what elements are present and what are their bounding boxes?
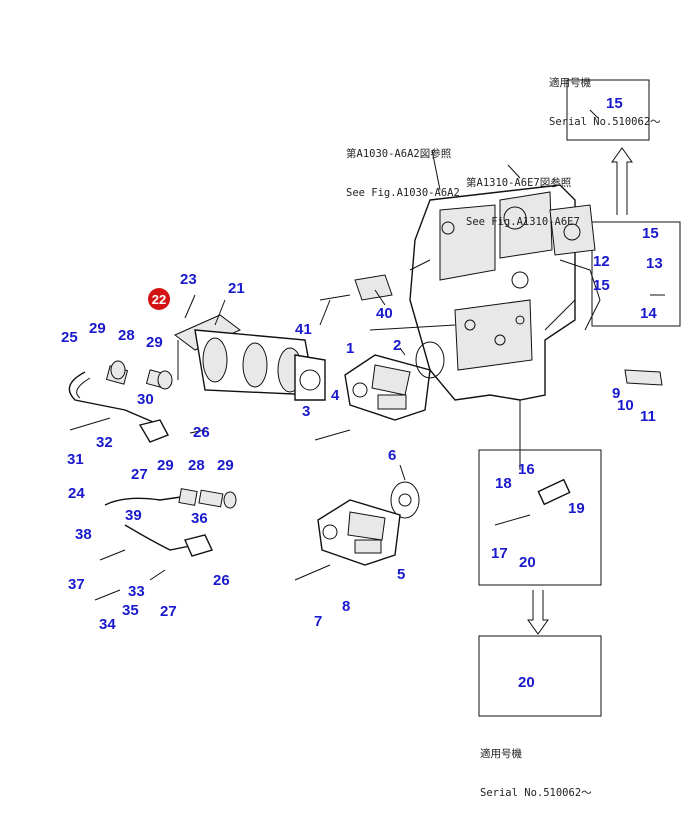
note-ref-a1310-line1: 第A1310-A6E7図参照 <box>466 177 572 189</box>
bracket-part <box>354 274 393 301</box>
callout-31[interactable]: 31 <box>67 451 84 468</box>
exploded-parts-diagram <box>68 79 681 717</box>
callout-26[interactable]: 26 <box>213 572 230 589</box>
callout-27[interactable]: 27 <box>131 466 148 483</box>
callout-21[interactable]: 21 <box>228 280 245 297</box>
arrow-down <box>527 590 549 635</box>
callout-29[interactable]: 29 <box>89 320 106 337</box>
callout-25[interactable]: 25 <box>61 329 78 346</box>
note-serial-top: 適用号機 Serial No.510062～ <box>549 51 661 142</box>
callout-8[interactable]: 8 <box>342 598 351 615</box>
callout-15[interactable]: 15 <box>606 95 623 112</box>
callout-22-highlighted[interactable]: 22 <box>148 288 170 310</box>
callout-11[interactable]: 11 <box>640 408 656 425</box>
callout-29[interactable]: 29 <box>217 457 234 474</box>
note-serial-top-line2: Serial No.510062～ <box>549 116 661 128</box>
callout-13[interactable]: 13 <box>646 255 663 272</box>
callout-7[interactable]: 7 <box>314 613 323 630</box>
callout-30[interactable]: 30 <box>137 391 154 408</box>
callout-14[interactable]: 14 <box>640 305 657 322</box>
callout-29[interactable]: 29 <box>146 334 163 351</box>
note-serial-top-line1: 適用号機 <box>549 77 591 89</box>
callout-40[interactable]: 40 <box>376 305 393 322</box>
callout-1[interactable]: 1 <box>346 340 355 357</box>
callout-20[interactable]: 20 <box>519 554 536 571</box>
callout-35[interactable]: 35 <box>122 602 139 619</box>
callout-29[interactable]: 29 <box>157 457 174 474</box>
bolts <box>69 109 665 601</box>
callout-39[interactable]: 39 <box>125 507 142 524</box>
callout-41[interactable]: 41 <box>295 321 312 338</box>
callout-36[interactable]: 36 <box>191 510 208 527</box>
clamp-part <box>624 369 663 386</box>
note-ref-a1310-line2: See Fig.A1310-A6E7 <box>466 216 580 228</box>
pipe-upper <box>68 360 173 443</box>
callout-5[interactable]: 5 <box>397 566 406 583</box>
engine-block <box>409 184 601 401</box>
arrow-up <box>611 147 633 215</box>
pipe-lower <box>104 488 237 557</box>
inset-box-bracket <box>591 221 681 327</box>
note-ref-a1030-line1: 第A1030-A6A2図参照 <box>346 148 452 160</box>
callout-33[interactable]: 33 <box>128 583 145 600</box>
callout-9[interactable]: 9 <box>612 385 621 402</box>
callout-10[interactable]: 10 <box>617 397 634 414</box>
callout-12[interactable]: 12 <box>593 253 610 270</box>
manifold-assembly <box>174 314 326 401</box>
callout-20[interactable]: 20 <box>518 674 535 691</box>
callout-15[interactable]: 15 <box>593 277 610 294</box>
callout-32[interactable]: 32 <box>96 434 113 451</box>
note-ref-a1310: 第A1310-A6E7図参照 See Fig.A1310-A6E7 <box>466 151 580 242</box>
pump-assembly-upper <box>344 341 445 421</box>
callout-3[interactable]: 3 <box>302 403 311 420</box>
note-serial-bottom: 適用号機 Serial No.510062～ <box>480 722 592 813</box>
callout-2[interactable]: 2 <box>393 337 402 354</box>
callout-28[interactable]: 28 <box>188 457 205 474</box>
callout-24[interactable]: 24 <box>68 485 85 502</box>
inset-box-fuel-filter <box>478 449 602 586</box>
inset-box-serial-top <box>566 79 650 141</box>
callout-38[interactable]: 38 <box>75 526 92 543</box>
callout-37[interactable]: 37 <box>68 576 85 593</box>
note-serial-bottom-line2: Serial No.510062～ <box>480 787 592 799</box>
callout-19[interactable]: 19 <box>568 500 585 517</box>
callout-16[interactable]: 16 <box>518 461 535 478</box>
callout-4[interactable]: 4 <box>331 387 340 404</box>
callout-28[interactable]: 28 <box>118 327 135 344</box>
callout-27[interactable]: 27 <box>160 603 177 620</box>
note-serial-bottom-line1: 適用号機 <box>480 748 522 760</box>
callout-17[interactable]: 17 <box>491 545 508 562</box>
callout-34[interactable]: 34 <box>99 616 116 633</box>
filter-part <box>537 478 571 506</box>
callout-18[interactable]: 18 <box>495 475 512 492</box>
leader-lines <box>184 149 521 481</box>
pump-assembly-lower <box>317 499 401 566</box>
note-ref-a1030: 第A1030-A6A2図参照 See Fig.A1030-A6A2 <box>346 122 460 213</box>
inset-box-serial-bottom <box>478 635 602 717</box>
note-ref-a1030-line2: See Fig.A1030-A6A2 <box>346 187 460 199</box>
callout-6[interactable]: 6 <box>388 447 397 464</box>
callout-26[interactable]: 26 <box>193 424 210 441</box>
callout-23[interactable]: 23 <box>180 271 197 288</box>
callout-15[interactable]: 15 <box>642 225 659 242</box>
gasket <box>390 481 420 519</box>
